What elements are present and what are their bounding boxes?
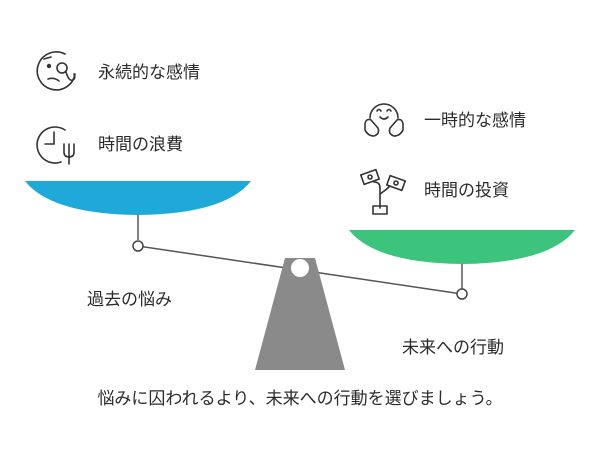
thinking-face-icon bbox=[36, 51, 76, 91]
left-weight-label: 過去の悩み bbox=[87, 290, 172, 310]
money-plant-icon bbox=[359, 168, 407, 215]
left-item-label-2: 時間の浪費 bbox=[98, 135, 183, 155]
left-pan bbox=[25, 181, 251, 215]
right-pan bbox=[349, 230, 575, 264]
hugging-face-icon bbox=[364, 103, 404, 137]
right-pivot bbox=[456, 288, 468, 300]
left-pivot bbox=[132, 240, 144, 252]
right-item-label-1: 一時的な感情 bbox=[424, 111, 526, 131]
right-item-label-2: 時間の投資 bbox=[424, 181, 509, 201]
right-weight-label: 未来への行動 bbox=[402, 338, 504, 358]
conclusion-caption: 悩みに囚われるより、未来への行動を選びましょう。 bbox=[97, 389, 503, 409]
scale-stand bbox=[255, 258, 345, 370]
left-item-label-1: 永続的な感情 bbox=[98, 63, 200, 83]
fulcrum-knob bbox=[291, 259, 309, 277]
clock-fork-icon bbox=[36, 126, 75, 165]
